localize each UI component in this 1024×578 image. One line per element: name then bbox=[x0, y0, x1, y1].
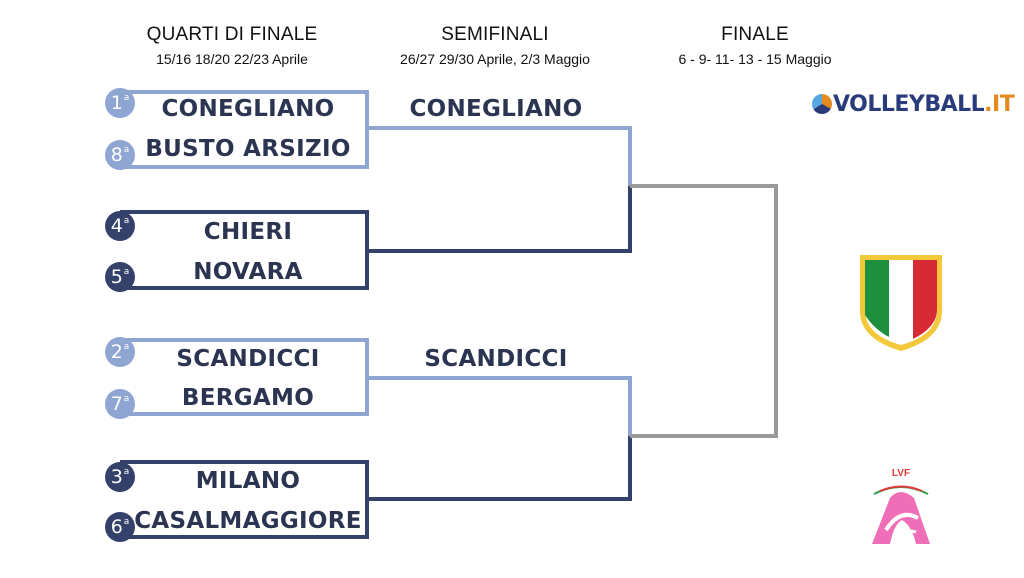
seed-badge-8: 8a bbox=[105, 140, 135, 170]
sf1-bottom-line bbox=[367, 186, 632, 253]
seed-badge-6: 6a bbox=[105, 512, 135, 542]
seed-badge-7: 7a bbox=[105, 389, 135, 419]
seed-badge-4: 4a bbox=[105, 211, 135, 241]
quarterfinals-dates: 15/16 18/20 22/23 Aprile bbox=[156, 51, 308, 67]
lvf-logo: LVF bbox=[866, 468, 936, 548]
lvf-emblem-icon bbox=[872, 485, 930, 544]
volleyball-it-logo: VOLLEYBALL.IT bbox=[812, 92, 1015, 117]
sf1-winner: CONEGLIANO bbox=[409, 96, 583, 122]
scudetto-shield-icon bbox=[860, 255, 942, 351]
semifinals-dates: 26/27 29/30 Aprile, 2/3 Maggio bbox=[400, 51, 590, 67]
volleyball-ball-icon bbox=[812, 94, 832, 114]
seed-badge-1: 1a bbox=[105, 88, 135, 118]
sf2-winner: SCANDICCI bbox=[424, 346, 568, 372]
sf2-top-line bbox=[367, 376, 632, 436]
qf3-team-top: SCANDICCI bbox=[176, 346, 320, 372]
qf4-team-top: MILANO bbox=[195, 468, 301, 494]
semifinals-header: SEMIFINALI 26/27 29/30 Aprile, 2/3 Maggi… bbox=[370, 24, 620, 67]
seed-badge-5: 5a bbox=[105, 262, 135, 292]
final-header: FINALE 6 - 9- 11- 13 - 15 Maggio bbox=[650, 24, 860, 67]
qf2-team-bottom: NOVARA bbox=[193, 259, 303, 285]
seed-badge-2: 2a bbox=[105, 337, 135, 367]
sf2-bottom-line bbox=[367, 436, 632, 501]
qf3-team-bottom: BERGAMO bbox=[181, 385, 315, 411]
quarterfinals-header: QUARTI DI FINALE 15/16 18/20 22/23 April… bbox=[130, 24, 334, 67]
final-dates: 6 - 9- 11- 13 - 15 Maggio bbox=[678, 51, 832, 67]
final-title: FINALE bbox=[721, 24, 789, 45]
quarterfinals-title: QUARTI DI FINALE bbox=[146, 24, 318, 45]
qf4-team-bottom: CASALMAGGIORE bbox=[134, 508, 362, 534]
lvf-logo-text: LVF bbox=[891, 468, 911, 479]
final-bracket-line bbox=[630, 184, 778, 438]
qf1-team-top: CONEGLIANO bbox=[161, 96, 335, 122]
qf2-team-top: CHIERI bbox=[203, 219, 293, 245]
sf1-top-line bbox=[367, 126, 632, 186]
seed-badge-3: 3a bbox=[105, 462, 135, 492]
qf1-team-bottom: BUSTO ARSIZIO bbox=[145, 136, 351, 162]
semifinals-title: SEMIFINALI bbox=[441, 24, 549, 45]
